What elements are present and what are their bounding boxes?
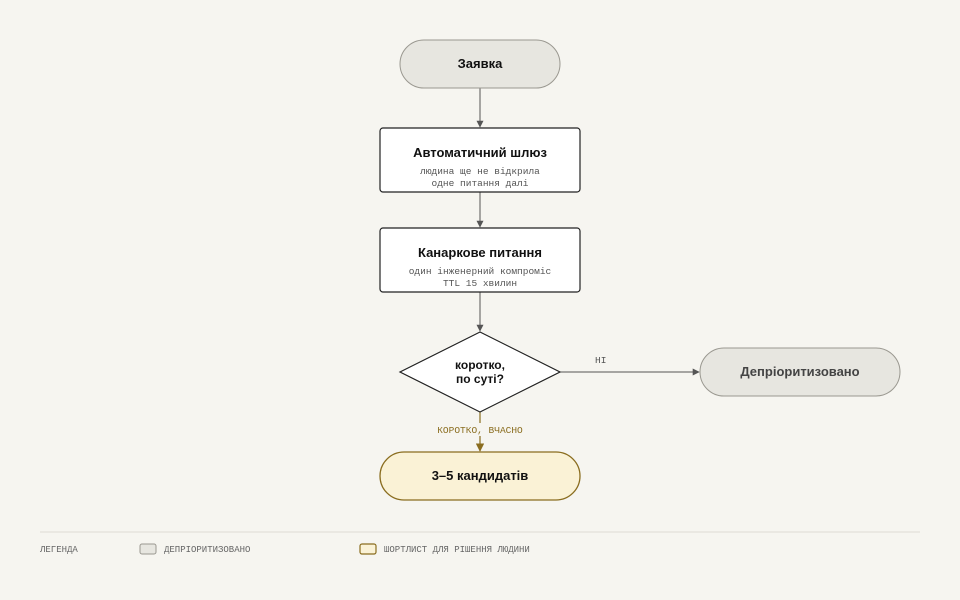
node-canary-title: Канаркове питання	[418, 245, 542, 260]
node-auto-gate-title: Автоматичний шлюз	[413, 145, 547, 160]
node-auto-gate-line1: людина ще не відкрила	[420, 166, 540, 177]
node-auto-gate: Автоматичний шлюз людина ще не відкрила …	[379, 127, 581, 193]
node-start-title: Заявка	[458, 56, 503, 71]
node-shortlist: 3–5 кандидатів	[379, 451, 581, 501]
node-deprioritized-title: Депріоритизовано	[740, 364, 859, 379]
legend-label-deprioritized: ДЕПРІОРИТИЗОВАНО	[164, 545, 250, 555]
edge-label-yes: КОРОТКО, ВЧАСНО	[437, 425, 523, 436]
node-canary-question: Канаркове питання один інженерний компро…	[379, 227, 581, 293]
legend-label-shortlist: ШОРТЛИСТ ДЛЯ РІШЕННЯ ЛЮДИНИ	[384, 545, 530, 555]
node-decision-line2: по суті?	[456, 372, 504, 386]
legend-title: ЛЕГЕНДА	[39, 545, 78, 555]
node-shortlist-title: 3–5 кандидатів	[432, 468, 529, 483]
node-canary-line1: один інженерний компроміс	[409, 266, 552, 277]
node-decision-line1: коротко,	[455, 358, 505, 372]
node-decision: коротко, по суті?	[398, 331, 562, 413]
legend-swatch-deprioritized	[139, 543, 157, 555]
node-start: Заявка	[399, 39, 561, 89]
node-auto-gate-line2: одне питання далі	[432, 178, 529, 189]
edge-label-yes-bg	[438, 423, 522, 436]
node-canary-line2: TTL 15 хвилин	[443, 278, 517, 289]
node-deprioritized: Депріоритизовано	[699, 347, 901, 397]
edge-label-no: НІ	[595, 355, 606, 366]
legend-swatch-shortlist	[359, 543, 377, 555]
